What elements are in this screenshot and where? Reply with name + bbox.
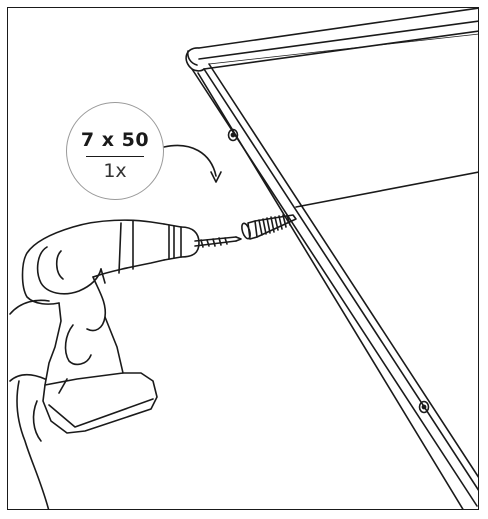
top-rail [185,8,478,72]
drill-icon [21,219,242,434]
screw-spec-badge: 7 x 50 1x [66,102,164,200]
side-rail [191,63,478,509]
screw-icon [241,214,297,240]
curved-arrow-icon [163,144,222,183]
assembly-illustration [9,8,478,509]
illustration-frame: 7 x 50 1x [7,7,479,510]
rail-hole-top [227,128,239,142]
panel-top-edge [208,33,478,65]
hand [9,299,50,509]
badge-divider [86,156,144,157]
screw-quantity-label: 1x [103,160,127,182]
panel-edge [295,171,478,208]
rail-hole-bottom [418,400,430,414]
screw-size-label: 7 x 50 [80,129,150,151]
